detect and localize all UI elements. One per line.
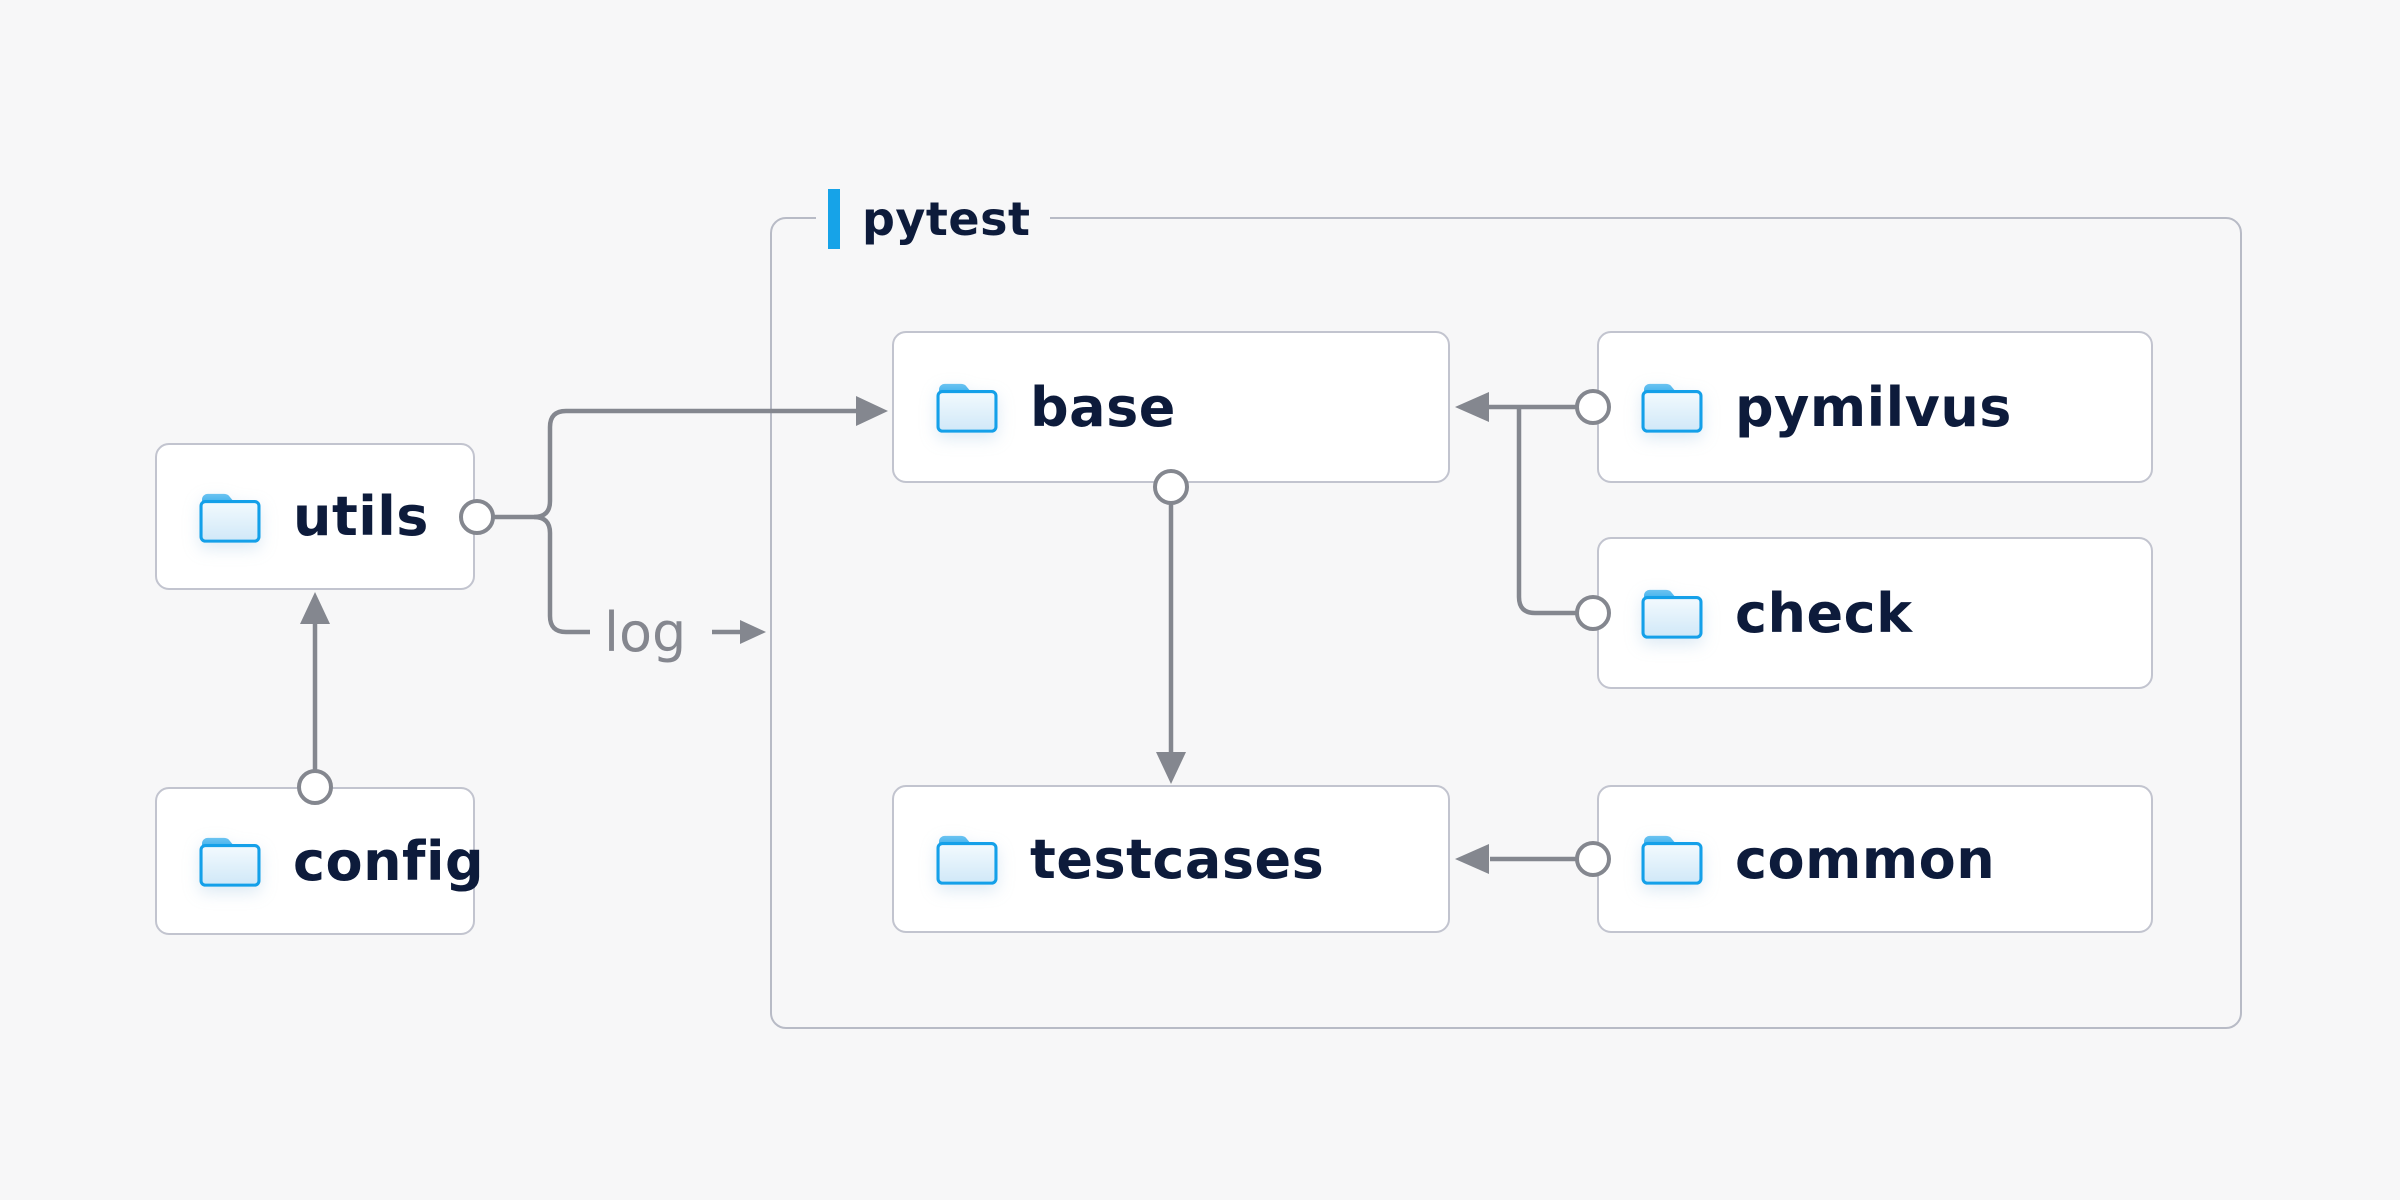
arrowhead-config-utils — [300, 592, 330, 624]
folder-icon — [199, 836, 261, 887]
node-base: base — [892, 331, 1450, 483]
pytest-container: pytest — [770, 188, 2242, 1029]
log-label: log — [604, 601, 686, 664]
edge-utils-log — [533, 514, 590, 635]
folder-icon — [936, 834, 998, 885]
node-testcases-label: testcases — [1030, 827, 1325, 891]
folder-icon — [936, 382, 998, 433]
node-pymilvus: pymilvus — [1597, 331, 2153, 483]
arrowhead-log — [740, 620, 766, 644]
node-testcases: testcases — [892, 785, 1450, 933]
folder-icon — [199, 491, 261, 543]
node-check-label: check — [1735, 581, 1913, 645]
node-utils-label: utils — [293, 485, 429, 548]
accent-bar-icon — [828, 189, 840, 249]
node-common-label: common — [1735, 827, 1996, 891]
folder-icon — [1641, 382, 1703, 433]
pytest-container-label: pytest — [816, 188, 1051, 250]
node-utils: utils — [155, 443, 475, 590]
node-common: common — [1597, 785, 2153, 933]
folder-icon — [1641, 834, 1703, 885]
folder-icon — [1641, 588, 1703, 639]
node-base-label: base — [1030, 375, 1176, 439]
node-pymilvus-label: pymilvus — [1735, 375, 2012, 439]
node-check: check — [1597, 537, 2153, 689]
node-config-label: config — [293, 829, 485, 893]
node-config: config — [155, 787, 484, 935]
pytest-container-title: pytest — [862, 192, 1031, 246]
